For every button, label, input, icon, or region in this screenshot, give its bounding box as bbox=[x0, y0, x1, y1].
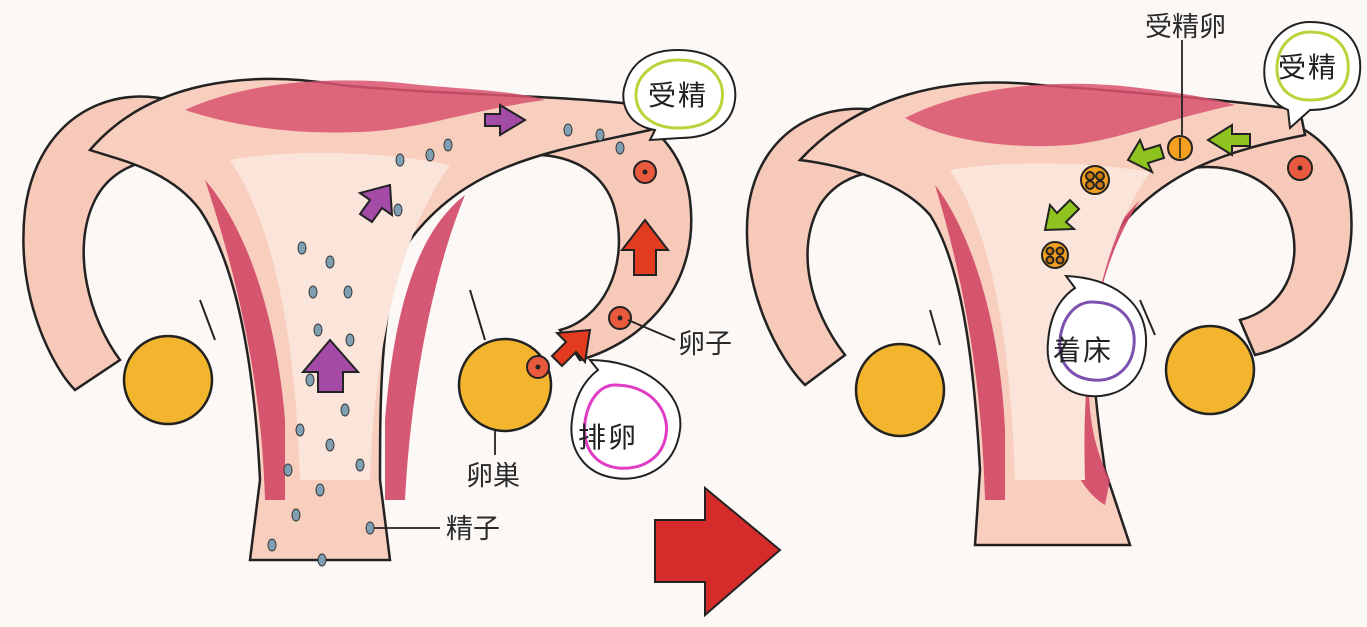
left-uterus bbox=[23, 79, 691, 566]
label-egg: 卵子 bbox=[678, 329, 732, 360]
label-fertilized-egg: 受精卵 bbox=[1145, 12, 1226, 43]
bubble-fertilization-right-text: 受精 bbox=[1278, 51, 1338, 84]
bubble-ovulation: 排卵 bbox=[571, 360, 680, 479]
right-ovary-right bbox=[1166, 326, 1254, 414]
right-uterus bbox=[747, 40, 1352, 545]
label-ovary: 卵巣 bbox=[466, 461, 520, 492]
bubble-fertilization-left-text: 受精 bbox=[648, 79, 708, 112]
left-ovary-right bbox=[459, 339, 551, 431]
bubble-implantation-text: 着床 bbox=[1053, 334, 1113, 367]
bubble-ovulation-text: 排卵 bbox=[578, 421, 638, 454]
left-ovary-left bbox=[124, 336, 212, 424]
big-red-arrow bbox=[655, 488, 780, 615]
label-sperm: 精子 bbox=[446, 514, 500, 545]
right-ovary-left bbox=[856, 344, 944, 436]
